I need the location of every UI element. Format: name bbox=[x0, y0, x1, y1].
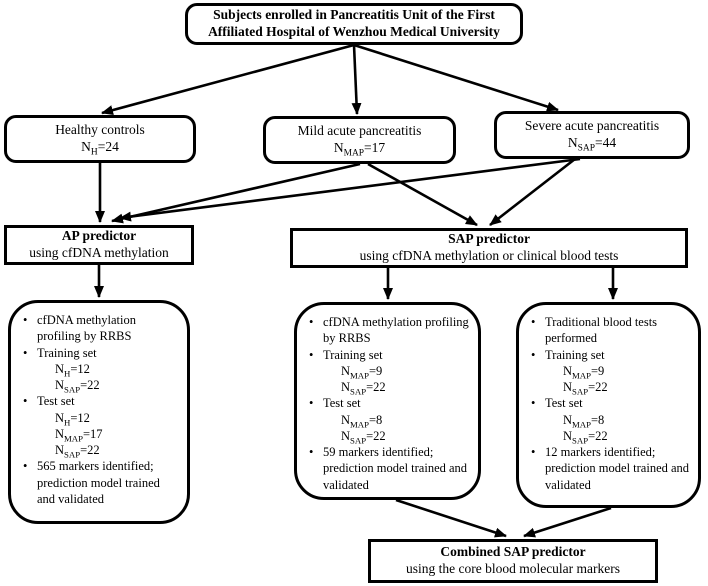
sample-count: NSAP=22 bbox=[55, 443, 100, 460]
sap-bloodtest-details-box: Traditional blood tests performedTrainin… bbox=[516, 302, 701, 508]
sample-count: NSAP=22 bbox=[55, 378, 100, 395]
arrow-top-to-map bbox=[351, 44, 362, 115]
sample-count: NH=12 bbox=[55, 361, 90, 379]
sap-methylation-details-box: cfDNA methylation profiling by RRBSTrain… bbox=[294, 302, 481, 500]
sample-count: NH=12 bbox=[55, 410, 90, 427]
group-box-mild-ap: Mild acute pancreatitis NMAP=17 bbox=[263, 116, 456, 164]
group-count: NSAP=44 bbox=[567, 135, 617, 154]
sample-count: NMAP=17 bbox=[55, 426, 103, 444]
group-box-severe-ap: Severe acute pancreatitis NSAP=44 bbox=[494, 111, 690, 159]
detail-bullet: 59 markers identified; prediction model … bbox=[307, 444, 470, 493]
sample-count: NMAP=9 bbox=[563, 363, 605, 381]
ap-predictor-title: AP predictor bbox=[61, 228, 137, 244]
sample-count: NMAP=8 bbox=[563, 412, 605, 429]
detail-bullet: cfDNA methylation profiling by RRBS bbox=[21, 312, 179, 345]
ap-details-box: cfDNA methylation profiling by RRBSTrain… bbox=[8, 300, 190, 524]
group-title: Healthy controls bbox=[55, 122, 145, 138]
sample-count: NMAP=9 bbox=[341, 363, 383, 381]
arrow-sap-to-sappred bbox=[489, 157, 576, 227]
group-title: Severe acute pancreatitis bbox=[524, 118, 660, 134]
sample-count: NSAP=22 bbox=[341, 380, 386, 397]
detail-bullet: cfDNA methylation profiling by RRBS bbox=[307, 314, 470, 347]
arrow-right-to-combined bbox=[523, 506, 612, 538]
sap-predictor-subtitle: using cfDNA methylation or clinical bloo… bbox=[359, 248, 619, 263]
group-count: NH=24 bbox=[81, 139, 119, 158]
sap-methylation-details-list: cfDNA methylation profiling by RRBSTrain… bbox=[307, 314, 470, 493]
sap-predictor-title: SAP predictor bbox=[448, 231, 530, 247]
enrollment-box: Subjects enrolled in Pancreatitis Unit o… bbox=[185, 3, 523, 45]
combined-predictor-title: Combined SAP predictor bbox=[440, 544, 586, 560]
detail-bullet: 565 markers identified; prediction model… bbox=[21, 458, 179, 507]
group-box-healthy: Healthy controls NH=24 bbox=[4, 115, 196, 163]
ap-details-list: cfDNA methylation profiling by RRBSTrain… bbox=[21, 312, 179, 507]
enrollment-line2: Affiliated Hospital of Wenzhou Medical U… bbox=[208, 24, 500, 39]
arrow-mid-to-combined bbox=[395, 498, 507, 538]
enrollment-line1: Subjects enrolled in Pancreatitis Unit o… bbox=[213, 7, 495, 23]
sap-predictor-box: SAP predictor using cfDNA methylation or… bbox=[290, 228, 688, 268]
arrow-map-to-ap bbox=[111, 162, 361, 224]
combined-predictor-box: Combined SAP predictor using the core bl… bbox=[368, 539, 658, 583]
arrow-top-to-sap bbox=[353, 43, 559, 112]
arrow-sap-to-ap bbox=[119, 157, 581, 222]
detail-bullet: 12 markers identified; prediction model … bbox=[529, 444, 690, 493]
sap-bloodtest-details-list: Traditional blood tests performedTrainin… bbox=[529, 314, 690, 493]
ap-predictor-subtitle: using cfDNA methylation bbox=[29, 245, 169, 260]
ap-predictor-box: AP predictor using cfDNA methylation bbox=[4, 225, 194, 265]
arrow-map-to-sappred bbox=[367, 162, 478, 227]
sample-count: NSAP=22 bbox=[563, 428, 608, 446]
detail-bullet: Traditional blood tests performed bbox=[529, 314, 690, 347]
group-count: NMAP=17 bbox=[333, 140, 386, 159]
sample-count: NSAP=22 bbox=[341, 428, 386, 446]
arrow-top-to-healthy bbox=[101, 43, 355, 115]
combined-predictor-subtitle: using the core blood molecular markers bbox=[405, 561, 621, 576]
group-title: Mild acute pancreatitis bbox=[297, 123, 422, 139]
sample-count: NSAP=22 bbox=[563, 380, 608, 397]
sample-count: NMAP=8 bbox=[341, 412, 383, 429]
